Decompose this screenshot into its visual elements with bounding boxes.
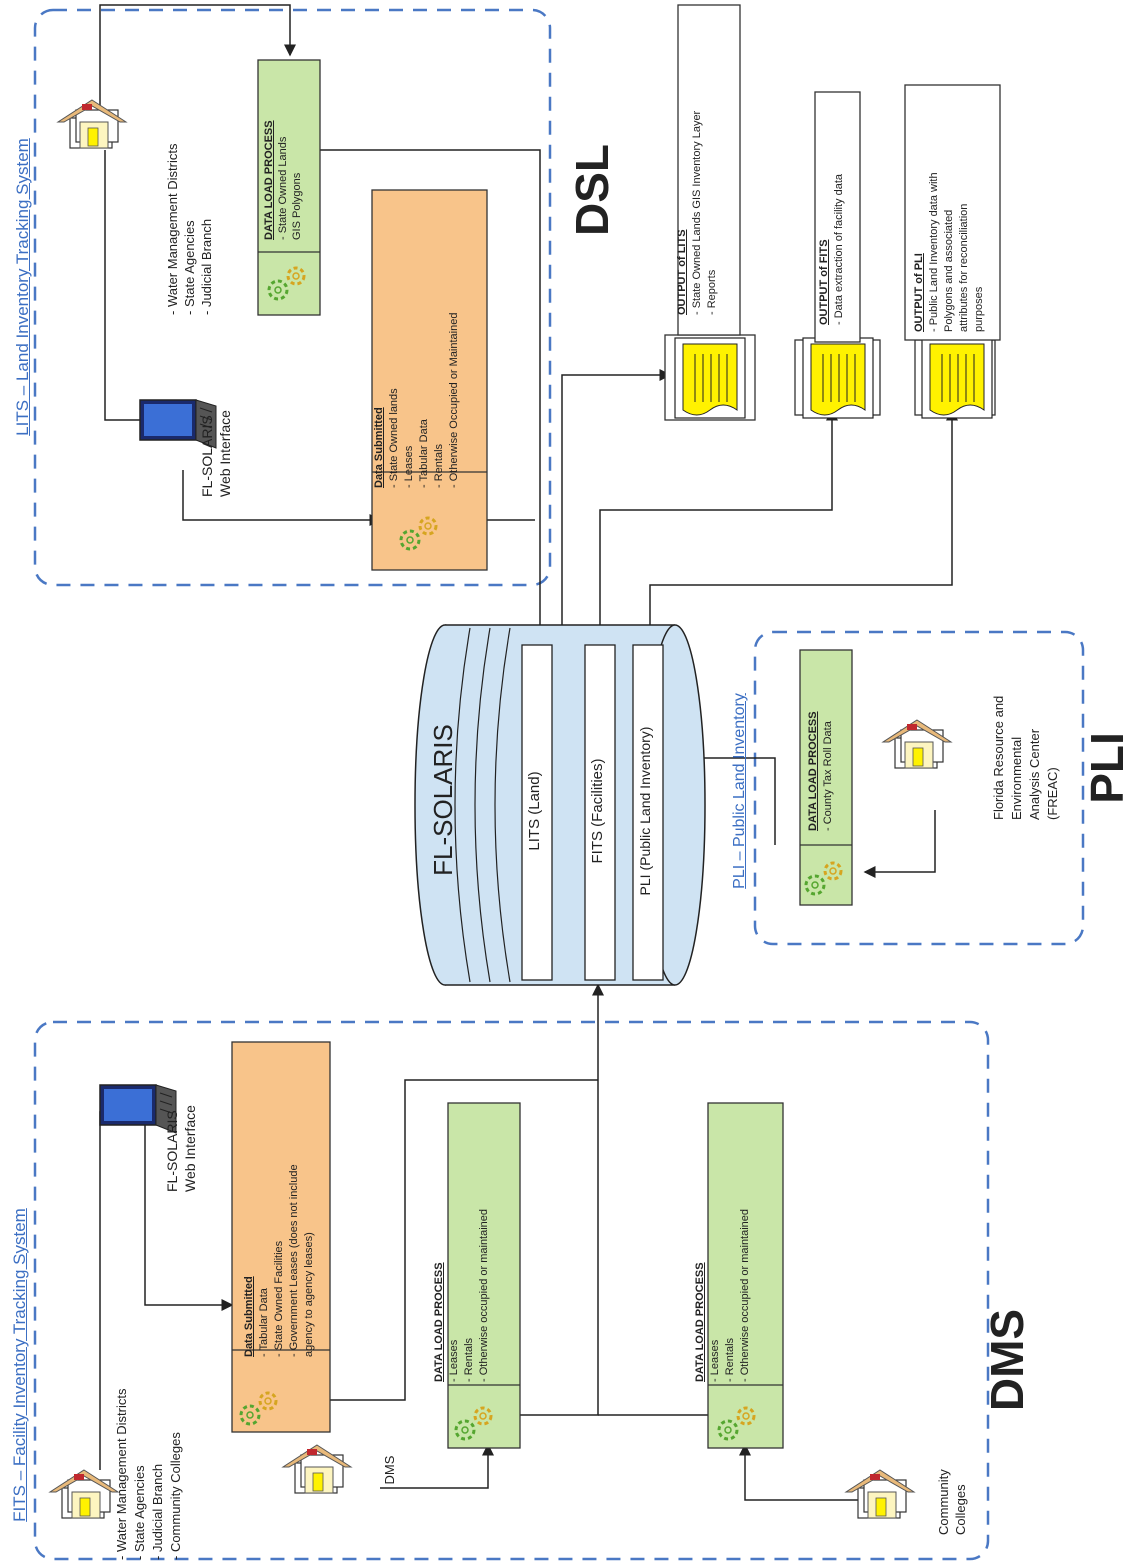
- lits-web-interface-label: FL-SOLARIS Web Interface: [199, 410, 233, 497]
- cc-data-load-box: [707, 1102, 784, 1449]
- dms-data-load-text: DATA LOAD PROCESS - Leases - Rentals - O…: [433, 1208, 490, 1382]
- building-icon: [282, 1444, 352, 1494]
- output-pli-text: OUTPUT of PLI - Public Land Inventory da…: [913, 172, 985, 332]
- fits-section-title: FITS – Facility Inventory Tracking Syste…: [10, 1208, 29, 1522]
- pli-tag: PLI: [1081, 732, 1133, 804]
- freac-source-label: Florida Resource and Environmental Analy…: [991, 695, 1060, 820]
- fits-data-submitted-box: [231, 1041, 331, 1433]
- lits-data-load-text: DATA LOAD PROCESS - State Owned Lands GI…: [263, 120, 303, 240]
- output-lits-text-box: [677, 4, 741, 336]
- lits-module-label: LITS (Land): [526, 771, 543, 851]
- fits-section-frame: [33, 1020, 990, 1561]
- pli-data-load-text: DATA LOAD PROCESS - County Tax Roll Data: [807, 711, 834, 831]
- lits-data-load-box: [257, 59, 321, 316]
- dsl-tag: DSL: [566, 144, 618, 236]
- fits-module-label: FITS (Facilities): [589, 758, 606, 864]
- lits-data-submitted-box: [371, 189, 488, 571]
- output-lits-text: OUTPUT of LITS - State Owned Lands GIS I…: [676, 110, 718, 315]
- lits-data-submitted-text: Data Submitted - State Owned lands - Lea…: [373, 312, 460, 488]
- building-icon: [845, 1469, 915, 1519]
- fits-source-list: - Water Management Districts - State Age…: [114, 1388, 183, 1560]
- fits-data-submitted-text: Data Submitted - Tabular Data - State Ow…: [243, 1164, 315, 1357]
- building-icon: [882, 719, 952, 769]
- cc-data-load-text: DATA LOAD PROCESS - Leases - Rentals - O…: [694, 1208, 751, 1382]
- pli-section-frame: [753, 630, 1085, 946]
- pli-section-title: PLI – Public Land Inventory: [731, 693, 748, 889]
- dms-data-load-box: [447, 1102, 521, 1449]
- dms-tag: DMS: [981, 1308, 1033, 1412]
- fits-module-bar: [584, 644, 616, 981]
- building-icon: [49, 1469, 119, 1519]
- output-fits-text-box: [814, 91, 861, 343]
- database-cylinder: [414, 624, 706, 986]
- output-pli-text-box: [904, 84, 1001, 341]
- lits-module-bar: [521, 644, 553, 981]
- lits-section-frame: [33, 8, 552, 587]
- pli-data-load-box: [799, 649, 853, 906]
- community-colleges-label: Community Colleges: [936, 1469, 968, 1535]
- output-fits-text: OUTPUT of FITS - Data extraction of faci…: [818, 173, 845, 325]
- database-name: FL-SOLARIS: [428, 724, 458, 876]
- lits-section-title: LITS – Land Inventory Tracking System: [13, 138, 32, 436]
- lits-source-list: - Water Management Districts - State Age…: [165, 143, 214, 315]
- pli-module-bar: [632, 644, 664, 981]
- building-icon: [57, 99, 127, 149]
- pli-module-label: PLI (Public Land Inventory): [637, 726, 653, 896]
- dms-label: DMS: [382, 1455, 397, 1485]
- fits-web-interface-label: FL-SOLARIS Web Interface: [164, 1105, 198, 1192]
